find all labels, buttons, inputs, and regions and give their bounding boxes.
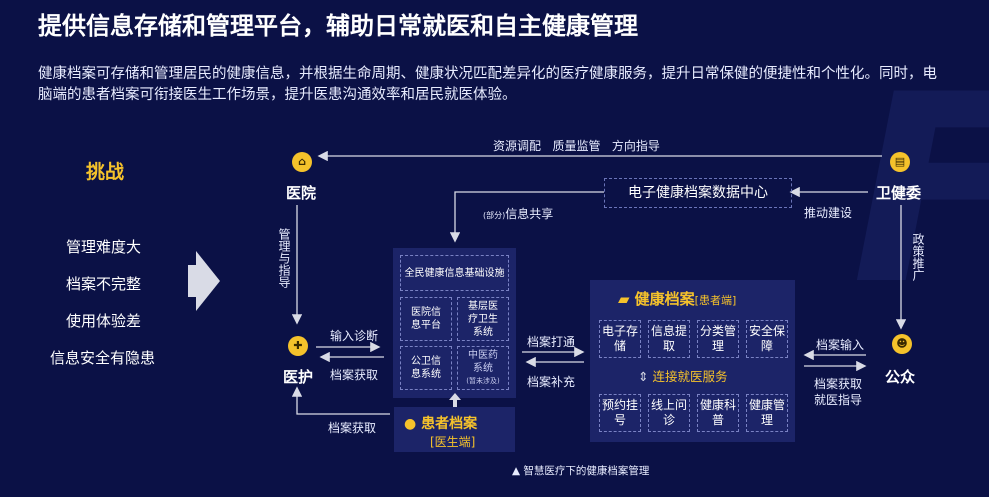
edge-label-input-diag: 输入诊断 [330, 329, 379, 343]
edge-label-push-build: 推动建设 [804, 206, 853, 220]
doctor-icon: ● [404, 416, 417, 432]
infra-cell-primary-care: 基层医疗卫生系统 [457, 297, 509, 341]
challenge-item: 管理难度大 [66, 238, 142, 256]
challenges-title: 挑战 [86, 161, 125, 183]
edge-label-info-share: (部分)信息共享 [483, 207, 554, 221]
figure-caption: ▲ 智慧医疗下的健康档案管理 [512, 465, 650, 477]
infra-title: 全民健康信息基础设施 [400, 255, 509, 291]
challenge-item: 使用体验差 [66, 312, 142, 330]
challenge-item: 信息安全有隐患 [50, 349, 156, 367]
patient-archive-title: 健康档案 [634, 290, 695, 308]
background-decoration: F [851, 40, 989, 342]
patient-cell-education: 健康科普 [697, 394, 739, 432]
edge-label-archive-get: 档案获取 [330, 368, 379, 382]
patient-cell-classify: 分类管理 [697, 320, 739, 358]
doctor-archive-title: 患者档案 [421, 416, 478, 432]
page-description: 健康档案可存储和管理居民的健康信息，并根据生命周期、健康状况匹配差异化的医疗健康… [38, 66, 937, 103]
medical-staff-icon: ✚ [288, 336, 308, 356]
edge-label-mgmt-guide: 管理与指导 [277, 228, 291, 288]
node-hospital: 医院 [286, 184, 317, 202]
infra-cell-hospital-platform: 医院信息平台 [400, 297, 452, 341]
patient-cell-security: 安全保障 [746, 320, 788, 358]
edge-label-archive-supplement: 档案补充 [527, 375, 576, 389]
edge-label-archive-connect: 档案打通 [527, 335, 576, 349]
edge-label-archive-input: 档案输入 [816, 338, 865, 352]
doctor-archive-panel: ● 患者档案 [医生端] [394, 407, 515, 452]
hospital-icon: ⌂ [292, 152, 312, 172]
infra-panel: 全民健康信息基础设施 医院信息平台 基层医疗卫生系统 公卫信息系统 中医药系统 … [393, 248, 516, 398]
node-medical-staff: 医护 [283, 368, 314, 386]
infra-cell-public-health: 公卫信息系统 [400, 346, 452, 390]
doctor-archive-subtitle: [医生端] [430, 435, 476, 449]
patient-cell-extract: 信息提取 [648, 320, 690, 358]
page-title: 提供信息存储和管理平台，辅助日常就医和自主健康管理 [38, 12, 638, 40]
patient-archive-panel: ▰ 健康档案[患者端] 电子存储 信息提取 分类管理 安全保障 ⇕ 连接就医服务… [590, 280, 795, 442]
connect-arrow-icon: ⇕ [638, 369, 649, 384]
edge-label-archive-get-2: 档案获取 [328, 421, 377, 435]
patient-cell-online-consult: 线上问诊 [648, 394, 690, 432]
node-health-commission: 卫健委 [876, 184, 922, 202]
patient-cell-health-mgmt: 健康管理 [746, 394, 788, 432]
challenge-item: 档案不完整 [66, 275, 142, 293]
node-public: 公众 [885, 368, 916, 386]
building-icon: ▤ [890, 152, 910, 172]
challenge-arrow-tail [188, 265, 198, 297]
edge-label-archive-get-guide: 档案获取 [814, 377, 863, 391]
folder-icon: ▰ [618, 290, 630, 308]
infra-cell-tcm: 中医药系统 (暂未涉及) [457, 346, 509, 390]
patient-cell-storage: 电子存储 [599, 320, 641, 358]
data-center-box: 电子健康档案数据中心 [604, 178, 792, 208]
edge-label-gov-push: 政策推广 [911, 233, 925, 281]
patient-cell-appointment: 预约挂号 [599, 394, 641, 432]
people-icon: ☻ [892, 334, 912, 354]
challenge-arrow-icon [196, 251, 220, 311]
patient-archive-subtitle: [患者端] [694, 294, 737, 307]
connect-service-label: 连接就医服务 [652, 369, 728, 384]
edge-label-medical-guide: 就医指导 [814, 393, 863, 407]
edge-label-top: 资源调配 质量监管 方向指导 [493, 139, 660, 153]
